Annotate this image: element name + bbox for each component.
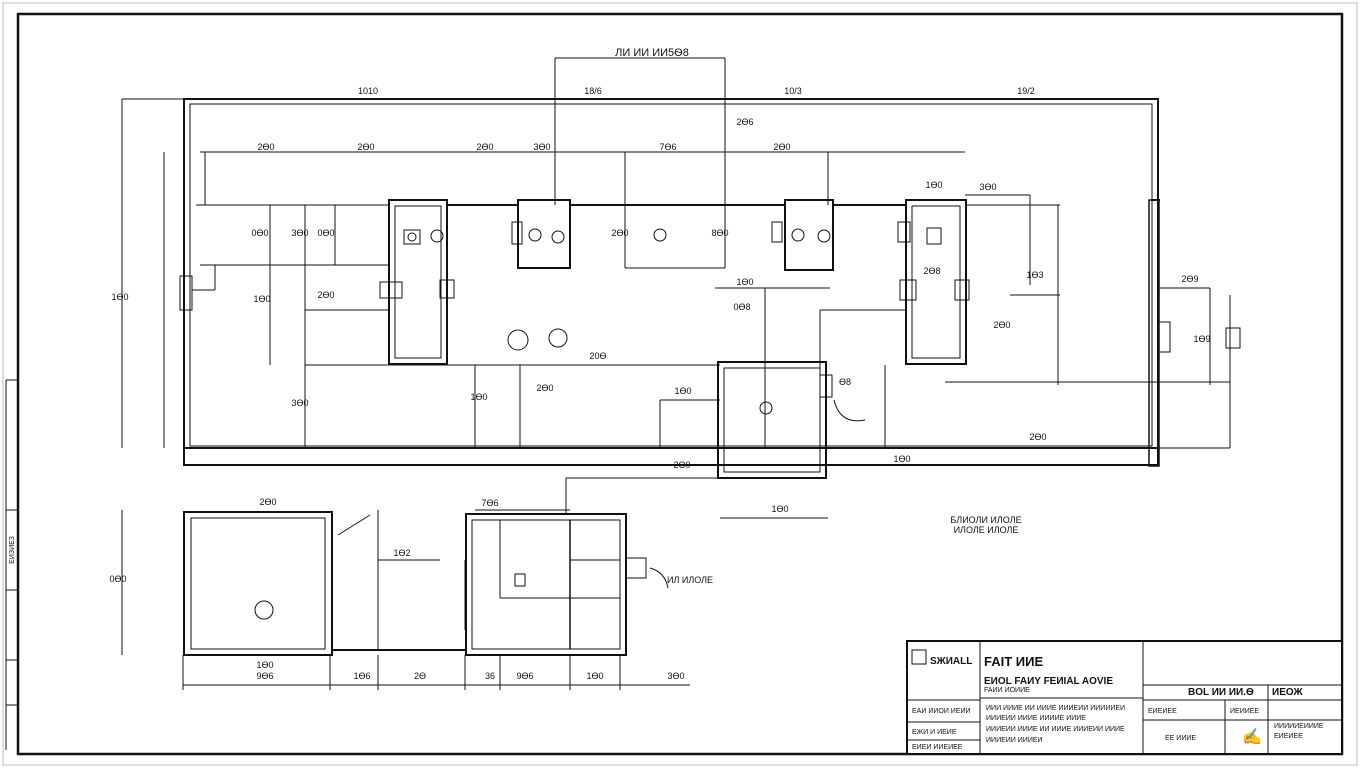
dim-right-4: 2Ѳ0 xyxy=(993,320,1010,330)
dimension-labels: 1010 18/6 10/3 19/2 2Ѳ0 2Ѳ0 2Ѳ0 3Ѳ0 7Ѳ6 … xyxy=(109,86,1210,681)
dimension-lines xyxy=(121,98,1231,690)
dim-top-2: 18/6 xyxy=(584,86,602,96)
drawing-top-title: ЛИ ИИ ИИ5Ѳ8 xyxy=(615,47,689,59)
tb-left-row-2: ЕЖИ И ИЕИЕ xyxy=(912,729,957,736)
dim-left-5: 0Ѳ0 xyxy=(317,228,334,238)
dim-lower-9: 1Ѳ2 xyxy=(393,548,410,558)
tb-cell-e2: ЕИЕИЕЕ xyxy=(1274,733,1303,740)
left-strip: ЕИЗИЕЗ xyxy=(5,379,18,750)
dim-misc-5: 1Ѳ0 xyxy=(736,277,753,287)
dim-misc-1: 2Ѳ6 xyxy=(736,117,753,127)
dim-lower-8: 2Ѳ0 xyxy=(259,497,276,507)
dim-right-3: 1Ѳ0 xyxy=(893,454,910,464)
dim-lower-11: 3Ѳ0 xyxy=(667,671,684,681)
tb-cell-e: ИИИИИЕИИИЕ xyxy=(1274,723,1324,730)
dim-misc-7: 2Ѳ0 xyxy=(1029,432,1046,442)
title-block-subtitle: EИОL FAИY FЕИIAL AOVIЕ xyxy=(984,676,1113,687)
tb-note-1: ИИИ ИИИЕ ИИ ИИИЕ ИИИЕИИ ИИИИИЕИ xyxy=(986,705,1125,712)
dim-left-2: 3Ѳ0 xyxy=(291,228,308,238)
note-1: БЛИОЛИ ИЛОЛЕ xyxy=(950,515,1021,525)
dim-lower-2: 1Ѳ0 xyxy=(256,660,273,670)
left-strip-label: ЕИЗИЕЗ xyxy=(9,536,16,564)
signature-icon: ✍ xyxy=(1242,728,1262,746)
dim-lower-6: 36 xyxy=(485,671,495,681)
dim-lower-1: 0Ѳ0 xyxy=(109,574,126,584)
title-block-title: FAIT ИИЕ xyxy=(984,654,1043,669)
tb-left-row-3: ЕИЕИ ИИЕИЕЕ xyxy=(912,744,963,751)
tb-note-2: ИИИЕИИ ИИИЕ ИИИИЕ ИИИЕ xyxy=(986,715,1086,722)
tb-sheet-label: BOL ИИ ИИ.Ѳ xyxy=(1188,687,1254,698)
dim-mid-5: 1Ѳ0 xyxy=(470,392,487,402)
dim-top-1: 1010 xyxy=(358,86,378,96)
dim-mid-1: 2Ѳ0 xyxy=(611,228,628,238)
dim-row2-1: 2Ѳ0 xyxy=(257,142,274,152)
dim-mid-6: 20Ѳ xyxy=(589,351,606,361)
dim-lower-12: 7Ѳ6 xyxy=(481,498,498,508)
note-2: ИЛОЛЕ ИЛОЛЕ xyxy=(954,525,1019,535)
dim-misc-2: 1Ѳ0 xyxy=(925,180,942,190)
upper-rooms xyxy=(388,199,967,479)
dim-left-4: 2Ѳ0 xyxy=(317,290,334,300)
title-block-subtitle2: FAИИ ИОИИЕ xyxy=(984,687,1030,694)
dim-right-2: 2Ѳ0 xyxy=(673,460,690,470)
lower-plan xyxy=(183,477,718,656)
logo-text: SЖИALL xyxy=(930,656,972,667)
tb-sheet-code: ИЕОЖ xyxy=(1272,687,1304,698)
dim-mid-7: Ѳ8 xyxy=(839,377,851,387)
dim-top-3: 10/3 xyxy=(784,86,802,96)
dim-left-3: 1Ѳ0 xyxy=(253,294,270,304)
dim-left-1: 0Ѳ0 xyxy=(251,228,268,238)
tb-cell-c: ЕЕ ИИИЕ xyxy=(1165,735,1196,742)
logo-icon xyxy=(911,649,927,665)
dim-row2-3: 2Ѳ0 xyxy=(476,142,493,152)
dim-top-4: 19/2 xyxy=(1017,86,1035,96)
dim-misc-4: 2Ѳ8 xyxy=(923,266,940,276)
dim-row2-2: 2Ѳ0 xyxy=(357,142,374,152)
tb-left-row-1: ЕАИ ИИОИ ИЕИИ xyxy=(912,708,971,715)
dim-row2-5: 7Ѳ6 xyxy=(659,142,676,152)
dim-misc-3: 3Ѳ0 xyxy=(979,182,996,192)
tb-cell-a: ЕИЕИЕЕ xyxy=(1148,708,1177,715)
dim-left-7: 1Ѳ0 xyxy=(111,292,128,302)
dim-right-1: 1Ѳ0 xyxy=(771,504,788,514)
dim-right-7: 1Ѳ9 xyxy=(1193,334,1210,344)
dim-mid-4: 2Ѳ0 xyxy=(536,383,553,393)
dim-row2-6: 2Ѳ0 xyxy=(773,142,790,152)
upper-plan xyxy=(183,98,1160,467)
dim-lower-4: 1Ѳ6 xyxy=(353,671,370,681)
dim-mid-3: 1Ѳ0 xyxy=(674,386,691,396)
tb-cell-b: ИЕИИЕЕ xyxy=(1230,708,1259,715)
dim-mid-2: 8Ѳ0 xyxy=(711,228,728,238)
tb-note-3: ИИИЕИИ ИИИЕ ИИ ИИИЕ ИИИЕИИ ИИИЕ xyxy=(986,726,1125,733)
dim-lower-3: 9Ѳ6 xyxy=(256,671,273,681)
dim-row2-4: 3Ѳ0 xyxy=(533,142,550,152)
dim-left-6: 3Ѳ0 xyxy=(291,398,308,408)
dim-right-5: 1Ѳ3 xyxy=(1026,270,1043,280)
dim-lower-7: 9Ѳ6 xyxy=(516,671,533,681)
dim-lower-5: 2Ѳ xyxy=(414,671,426,681)
title-block: SЖИALL FAIT ИИЕ EИОL FAИY FЕИIAL AOVIЕ F… xyxy=(906,640,1343,755)
dim-misc-6: 0Ѳ8 xyxy=(733,302,750,312)
dim-lower-10: 1Ѳ0 xyxy=(586,671,603,681)
note-3: ИЛ ИЛОЛЕ xyxy=(667,575,713,585)
tb-note-4: ИИИЕИИ ИИИЕИ xyxy=(986,737,1043,744)
sheet-border xyxy=(16,12,1344,756)
dim-right-6: 2Ѳ9 xyxy=(1181,274,1198,284)
fixtures xyxy=(179,221,1241,422)
